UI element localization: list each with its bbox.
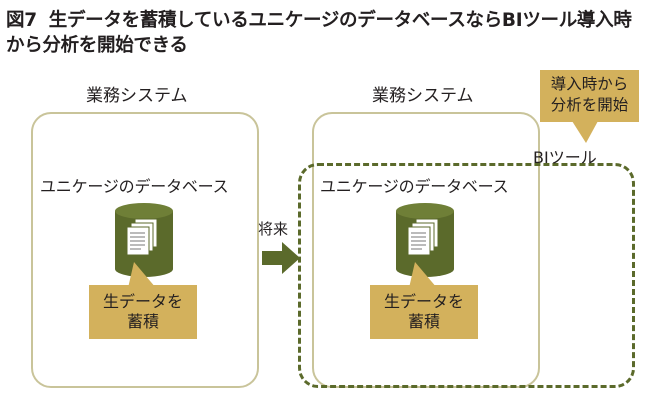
right-db-label: ユニケージのデータベース [320,177,509,196]
bi-tool-label: BIツール [533,148,597,167]
document-stack-icon [126,218,158,256]
bi-tool-boundary [298,163,635,388]
bi-callout-line1: 導入時から [550,75,629,93]
bi-callout-pointer [572,121,598,143]
left-callout-line1: 生データを [102,292,183,311]
future-label: 将来 [258,220,289,238]
left-callout-pointer [128,262,156,288]
left-database-icon [115,203,173,277]
document-stack-icon [407,218,439,256]
bi-callout-line2: 分析を開始 [550,96,629,114]
left-system-label: 業務システム [86,86,188,106]
left-system-box [31,112,259,388]
figure-number: 図7 [6,10,37,31]
left-raw-data-callout: 生データを 蓄積 [89,285,197,339]
right-raw-data-callout: 生データを 蓄積 [370,285,478,339]
right-callout-pointer [409,262,437,288]
bi-start-callout: 導入時から 分析を開始 [540,70,639,122]
left-callout-line2: 蓄積 [126,312,159,331]
figure-title-text: 生データを蓄積しているユニケージのデータベースならBIツール導入時から分析を開始… [6,10,632,56]
left-db-label: ユニケージのデータベース [40,177,229,196]
right-callout-line2: 蓄積 [407,312,440,331]
right-system-label: 業務システム [372,86,474,106]
right-database-icon [396,203,454,277]
right-arrow-icon [262,242,300,274]
right-callout-line1: 生データを [383,292,464,311]
